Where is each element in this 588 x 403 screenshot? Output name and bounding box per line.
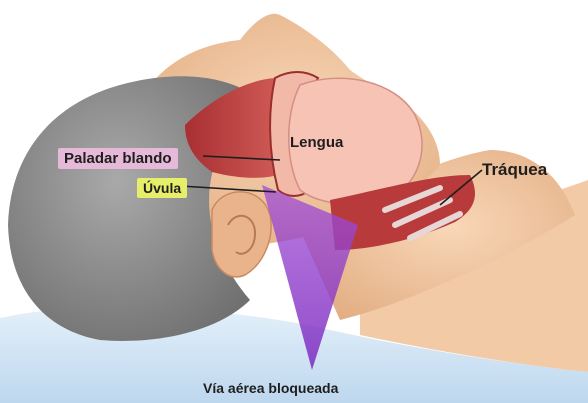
tongue-label: Lengua (290, 135, 343, 150)
trachea-label: Tráquea (482, 161, 547, 178)
blocked-airway-label: Vía aérea bloqueada (203, 381, 338, 395)
ear (212, 192, 271, 277)
soft-palate-label: Paladar blando (58, 148, 178, 169)
uvula-label: Úvula (137, 178, 187, 198)
